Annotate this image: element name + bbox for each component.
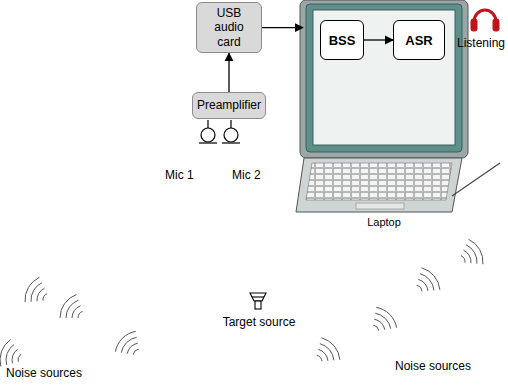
wave-arc: [66, 300, 79, 318]
box-label: BSS: [329, 33, 356, 48]
wave-arc: [12, 349, 18, 363]
wave-arc: [321, 338, 339, 360]
wave-arc: [420, 274, 434, 291]
microphones: [199, 120, 240, 143]
process-box: BSS: [320, 20, 364, 60]
noise-waves: [0, 239, 483, 366]
wave-arc: [374, 319, 385, 330]
wave-arc: [6, 344, 14, 364]
box-label: Preamplifier: [197, 98, 261, 112]
wave-arc: [115, 331, 135, 351]
wave-arc: [72, 306, 81, 318]
process-box: ASR: [393, 20, 445, 60]
wave-arc: [375, 313, 390, 328]
wave-arc: [469, 239, 483, 264]
wave-arc: [127, 343, 138, 354]
wave-arc: [417, 285, 422, 291]
wave-arc: [320, 344, 334, 361]
wave-arc: [376, 307, 396, 327]
wave-arc: [25, 277, 39, 302]
wave-arc: [317, 355, 322, 361]
wave-arc: [60, 295, 76, 318]
wave-arc: [466, 245, 477, 264]
wave-arc: [78, 311, 83, 318]
caption-label: Listening: [457, 36, 505, 50]
source-label: Noise sources: [6, 366, 82, 380]
wave-arc: [18, 354, 21, 362]
signal-arrow: [228, 53, 229, 92]
process-box: USB audio card: [196, 2, 262, 53]
wave-arc: [0, 340, 11, 367]
wave-arc: [43, 294, 47, 301]
box-label: ASR: [405, 33, 432, 48]
wave-arc: [37, 288, 45, 301]
mic-label: Mic 2: [232, 168, 261, 182]
wave-arc: [418, 279, 428, 290]
laptop-node: LaptopBSSASR: [303, 2, 465, 152]
device-label: Laptop: [303, 216, 465, 228]
wave-arc: [318, 349, 328, 360]
mic-label: Mic 1: [165, 168, 194, 182]
source-label: Noise sources: [395, 359, 471, 373]
signal-arrow: [262, 27, 303, 28]
wave-arc: [31, 283, 42, 302]
wave-arc: [373, 325, 379, 331]
headphone-cable: [452, 163, 500, 196]
process-box: Preamplifier: [192, 92, 266, 119]
laptop-figure: [296, 0, 468, 212]
wave-arc: [121, 337, 136, 352]
wave-arc: [133, 349, 139, 355]
box-label: USB audio card: [201, 6, 257, 49]
loudspeaker-icon: [250, 293, 266, 309]
wave-arc: [461, 256, 465, 263]
headphones-icon: [471, 10, 499, 31]
wave-arc: [463, 250, 471, 263]
source-label: Target source: [223, 315, 296, 329]
wave-arc: [421, 268, 439, 290]
signal-arrow: [364, 39, 393, 40]
